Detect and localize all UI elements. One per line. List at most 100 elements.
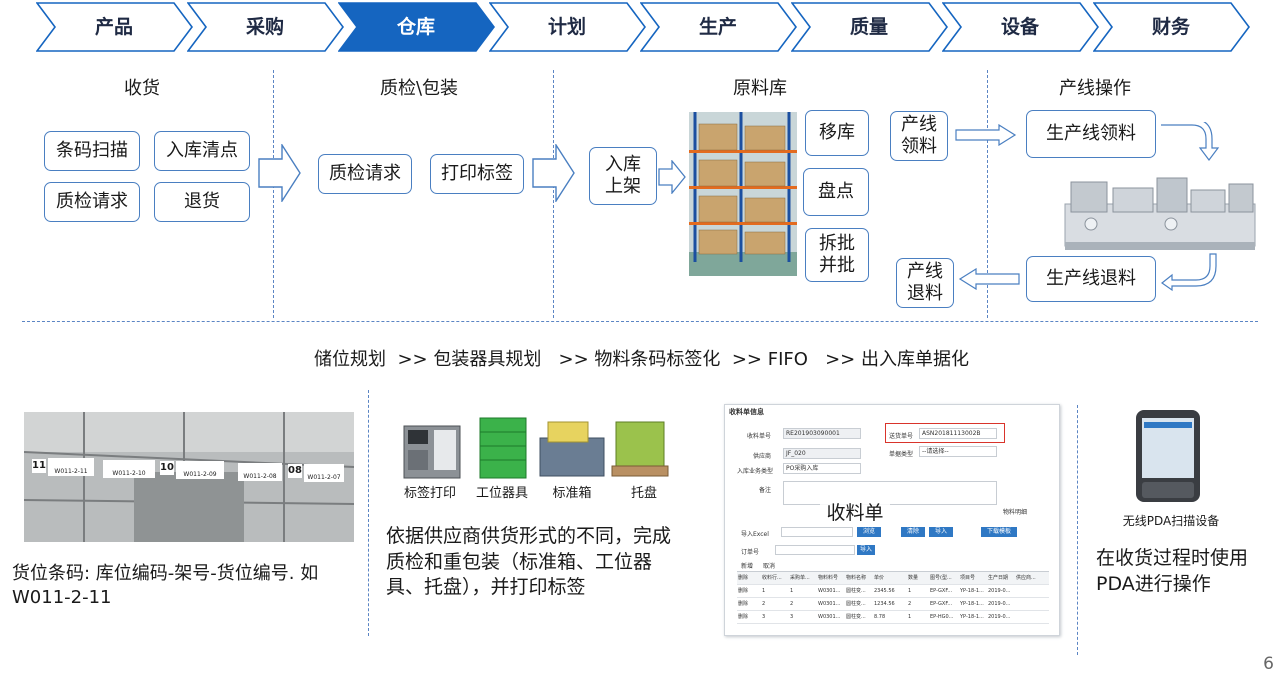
- table-header-cell: 图号(型...: [930, 575, 952, 581]
- standard-box-image: [539, 421, 605, 477]
- cancel-row-button[interactable]: 取消: [763, 563, 776, 570]
- table-cell: 2019-0...: [988, 614, 1011, 620]
- divider-bottom-2: [1077, 405, 1078, 655]
- box-production-line-return[interactable]: 生产线退料: [1026, 256, 1156, 302]
- order-no-input[interactable]: [775, 545, 855, 555]
- table-header-cell: 物料料号: [818, 575, 839, 581]
- nav-tab-label: 产品: [94, 16, 133, 38]
- production-machine-image: [1064, 177, 1256, 250]
- nav-tab-1[interactable]: 采购: [187, 2, 344, 52]
- table-cell: 2: [762, 601, 766, 607]
- table-cell: 圆柱变...: [846, 601, 866, 607]
- table-cell: 圆柱变...: [846, 614, 866, 620]
- table-header-cell: 物料名称: [846, 575, 867, 581]
- add-row-button[interactable]: 新增: [741, 563, 754, 570]
- table-cell: [1015, 611, 1045, 623]
- download-template-button[interactable]: 下载模板: [981, 527, 1017, 537]
- delete-row-link[interactable]: 删除: [738, 588, 749, 594]
- doc-no-label: 收料单号: [747, 433, 772, 440]
- box-line-pick[interactable]: 产线 领料: [890, 111, 948, 161]
- box-qc-request-2[interactable]: 质检请求: [318, 154, 412, 194]
- box-line-return[interactable]: 产线 退料: [896, 258, 954, 308]
- table-cell: [1015, 585, 1045, 597]
- delete-row-link[interactable]: 删除: [738, 601, 749, 607]
- nav-tab-6[interactable]: 设备: [942, 2, 1099, 52]
- caption-fixture: 工位器具: [475, 486, 528, 501]
- delivery-no-field[interactable]: ASN20181113002B: [919, 428, 997, 439]
- barcode-label: W011-2-08: [238, 463, 282, 481]
- table-header-cell: 收料行...: [762, 575, 782, 581]
- right-arrow-icon: [955, 124, 1017, 146]
- table-header-row: 删除收料行...采购单...物料料号物料名称单价数量图号(型...项目号生产日期…: [737, 572, 1049, 585]
- section-title-receiving: 收货: [124, 78, 160, 99]
- table-cell: 8.78: [874, 614, 886, 620]
- business-type-select[interactable]: PO采购入库: [783, 463, 861, 474]
- doc-type-select[interactable]: --请选择--: [919, 446, 997, 457]
- divider-3: [987, 70, 988, 318]
- nav-tab-label: 财务: [1151, 16, 1190, 38]
- box-inbound-count[interactable]: 入库清点: [154, 131, 250, 171]
- shelf-number-tag: 08: [288, 464, 302, 478]
- table-cell: 2019-0...: [988, 601, 1011, 607]
- page-number: 6: [1263, 654, 1274, 674]
- box-stocktake[interactable]: 盘点: [803, 168, 869, 216]
- table-cell: W0301...: [818, 614, 841, 620]
- warehouse-rack-image: [689, 112, 797, 276]
- barcode-label: W011-2-11: [48, 458, 94, 476]
- doc-no-field[interactable]: RE201903090001: [783, 428, 861, 439]
- shelf-number-tag: 11: [32, 459, 46, 473]
- table-header-cell: 单价: [874, 575, 885, 581]
- flow-arrow-icon: [532, 144, 575, 202]
- receipt-form-window: 收料单信息 收料单号 RE201903090001 供应商 JF_020 入库业…: [724, 404, 1060, 636]
- left-arrow-icon: [958, 268, 1020, 290]
- nav-tab-label: 仓库: [396, 16, 435, 38]
- import-button[interactable]: 导入: [929, 527, 953, 537]
- nav-tab-0[interactable]: 产品: [36, 2, 193, 52]
- table-cell: 3: [762, 614, 766, 620]
- box-putaway[interactable]: 入库 上架: [589, 147, 657, 205]
- nav-tab-2[interactable]: 仓库: [338, 2, 495, 52]
- table-cell: YP-18-1...: [960, 588, 984, 594]
- pda-description: 在收货过程时使用PDA进行操作: [1096, 547, 1249, 595]
- section-separator: [22, 321, 1258, 322]
- supplier-field[interactable]: JF_020: [783, 448, 861, 459]
- box-qc-request[interactable]: 质检请求: [44, 182, 140, 222]
- delete-row-link[interactable]: 删除: [738, 614, 749, 620]
- box-barcode-scan[interactable]: 条码扫描: [44, 131, 140, 171]
- nav-tab-label: 质量: [849, 16, 888, 38]
- caption-standard-box: 标准箱: [552, 486, 592, 501]
- box-production-line-pick[interactable]: 生产线领料: [1026, 110, 1156, 158]
- box-split-merge-batch[interactable]: 拆批 并批: [805, 228, 869, 282]
- table-cell: YP-18-1...: [960, 601, 984, 607]
- order-no-label: 订单号: [741, 549, 760, 556]
- browse-button[interactable]: 浏览: [857, 527, 881, 537]
- nav-tab-3[interactable]: 计划: [489, 2, 646, 52]
- nav-tab-4[interactable]: 生产: [640, 2, 797, 52]
- divider-1: [273, 70, 274, 318]
- remark-textarea[interactable]: [783, 481, 997, 505]
- divider-2: [553, 70, 554, 318]
- import-order-button[interactable]: 导入: [857, 545, 875, 555]
- nav-tab-label: 采购: [245, 16, 284, 38]
- table-cell: W0301...: [818, 601, 841, 607]
- nav-tab-7[interactable]: 财务: [1093, 2, 1250, 52]
- box-print-label[interactable]: 打印标签: [430, 154, 524, 194]
- barcode-label: W011-2-10: [103, 460, 155, 478]
- process-nav: 产品 采购 仓库 计划生产 质量 设备 财务: [36, 2, 1250, 52]
- clear-button[interactable]: 清除: [901, 527, 925, 537]
- delivery-no-label: 送货单号: [889, 433, 914, 440]
- section-title-line-ops: 产线操作: [1059, 78, 1131, 99]
- box-move-location[interactable]: 移库: [805, 110, 869, 156]
- form-header: 收料单信息: [729, 408, 764, 416]
- box-return[interactable]: 退货: [154, 182, 250, 222]
- table-cell: 1: [908, 588, 912, 594]
- material-detail-label: 物料明细: [1003, 509, 1028, 516]
- table-cell: EP-GXF...: [930, 588, 953, 594]
- import-excel-input[interactable]: [781, 527, 853, 537]
- table-header-cell: 删除: [738, 575, 749, 581]
- nav-tab-5[interactable]: 质量: [791, 2, 948, 52]
- table-cell: 2019-0...: [988, 588, 1011, 594]
